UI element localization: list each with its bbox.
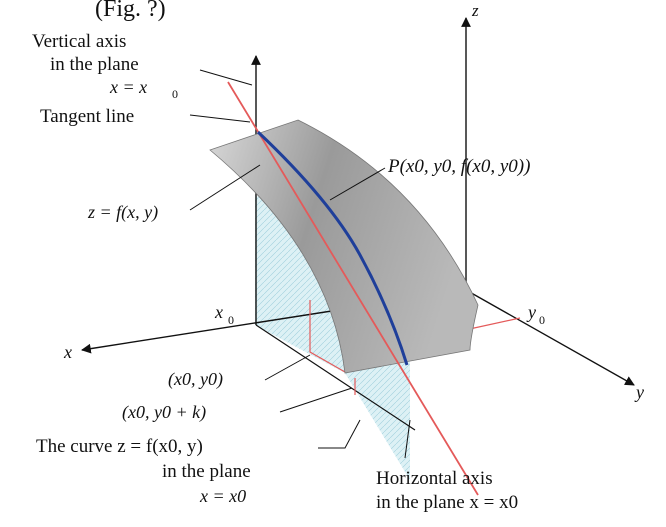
base-point-k-label: (x0, y0 + k) <box>122 402 206 423</box>
z-axis-label: z <box>471 1 479 20</box>
leader-tangent <box>189 114 251 123</box>
y0-guide <box>309 300 346 373</box>
leader-surface <box>189 164 261 211</box>
x0-label: x <box>214 302 223 322</box>
tangent-line-label: Tangent line <box>40 106 134 127</box>
leader-curve <box>318 419 361 449</box>
vertical-axis-label-1: Vertical axis <box>32 31 126 52</box>
vertical-axis-label-2: in the plane <box>50 54 139 75</box>
y0-red-link <box>464 317 521 331</box>
vertical-axis-x0-sub: 0 <box>172 87 178 101</box>
surface-label: z = f(x, y) <box>87 202 158 223</box>
x0-subscript: 0 <box>228 313 234 327</box>
curve-label-3: x = x0 <box>199 486 246 506</box>
header-fragment: (Fig. ?) <box>95 0 166 22</box>
point-P-label: P(x0, y0, f(x0, y0)) <box>387 156 530 177</box>
y-axis <box>465 289 635 386</box>
vertical-axis-label-3: x = x <box>109 77 147 97</box>
horizontal-axis-label-2: in the plane x = x0 <box>376 492 518 513</box>
leader-point-P <box>329 167 386 201</box>
horizontal-axis-label-1: Horizontal axis <box>376 468 493 489</box>
y-axis-label: y <box>634 382 644 402</box>
leader-base-point-k <box>279 387 353 413</box>
curve-on-surface <box>256 130 409 366</box>
leader-vertical-axis <box>199 69 253 86</box>
leader-horizontal-axis <box>404 419 411 459</box>
tangent-line <box>227 81 479 496</box>
curve-label-2: in the plane <box>162 461 251 482</box>
curve-label-1: The curve z = f(x0, y) <box>36 436 203 457</box>
base-point-label: (x0, y0) <box>168 369 223 390</box>
y0-subscript: 0 <box>539 313 545 327</box>
leader-base-point <box>264 354 311 381</box>
x-axis-label: x <box>63 342 72 362</box>
y0-label: y <box>526 302 536 322</box>
surface-patch <box>209 119 479 374</box>
plane-x0-hatch <box>255 195 410 480</box>
horizontal-axis-x0 <box>255 324 416 431</box>
